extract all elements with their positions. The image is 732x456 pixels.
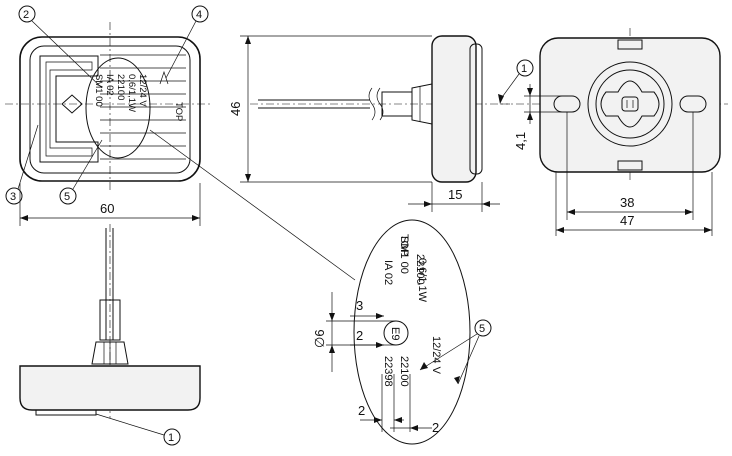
- svg-text:IA 02: IA 02: [104, 74, 115, 96]
- width-dimension: 60: [100, 201, 114, 216]
- svg-text:22100: 22100: [414, 254, 426, 285]
- seal-gasket: [35, 409, 97, 416]
- height-dimension: 46: [228, 102, 243, 116]
- callout-circle-5: [59, 187, 77, 205]
- svg-text:12/24 V: 12/24 V: [137, 74, 148, 107]
- reflector-outline: [39, 55, 99, 163]
- manufacturer-logo: [61, 94, 83, 114]
- callout-2: 2: [23, 9, 29, 21]
- svg-text:12/24 V: 12/24 V: [430, 336, 442, 375]
- front-view: SM1 00 IA 02 22100 0,6/1,1W 12/24 V TOP …: [5, 5, 356, 281]
- top-view: 46 15: [228, 35, 510, 212]
- connector-ring-inner: [595, 69, 665, 139]
- callout-4: 4: [196, 9, 202, 21]
- callout-1-back: 1: [521, 63, 527, 75]
- svg-text:IA 02: IA 02: [382, 260, 394, 285]
- detail-diameter: ∅6: [312, 329, 327, 348]
- base-width-dimension: 47: [620, 213, 634, 228]
- back-view: 1 4,1 38 47: [498, 28, 728, 236]
- callout-5-detail: 5: [479, 323, 485, 335]
- detail-marking-text: SM1 00 IA 02 22100 22100 22398 0,6/1,1W …: [382, 236, 442, 387]
- callout-circle-5b: [474, 319, 492, 337]
- detail-ellipse: [353, 219, 471, 445]
- depth-dimension: 15: [448, 187, 462, 202]
- svg-text:SM1 00: SM1 00: [398, 236, 410, 274]
- svg-text:22398: 22398: [382, 356, 394, 387]
- callout-circle-3: [5, 187, 23, 205]
- front-marking-text: SM1 00 IA 02 22100 0,6/1,1W 12/24 V: [93, 74, 148, 112]
- detail-dim-2-bottom-right: 2: [432, 420, 439, 435]
- connector-ring-outer: [587, 61, 673, 147]
- detail-view: SM1 00 IA 02 22100 22100 22398 0,6/1,1W …: [312, 219, 492, 445]
- detail-dim-2-bottom-left: 2: [358, 403, 365, 418]
- svg-text:SM1 00: SM1 00: [93, 74, 104, 107]
- top-label: TOP: [173, 102, 184, 121]
- svg-text:22100: 22100: [115, 74, 126, 100]
- callout-circle-2: [18, 5, 36, 23]
- detail-top-label: TOP: [398, 234, 410, 256]
- detail-leader: [149, 129, 356, 281]
- slot-dimension: 4,1: [513, 132, 528, 150]
- detail-dim-3: 3: [356, 298, 363, 313]
- mounting-base: [539, 37, 721, 173]
- cable-gland-top: [411, 83, 433, 125]
- callout-3: 3: [10, 191, 16, 203]
- callout-1-side: 1: [168, 432, 174, 444]
- clip-top: [617, 39, 643, 50]
- marking-ellipse: [85, 57, 151, 159]
- detail-dim-2-upper: 2: [356, 328, 363, 343]
- svg-text:22100: 22100: [398, 356, 410, 387]
- connector-cross: [600, 80, 660, 128]
- dim-60: 60: [19, 183, 201, 226]
- approval-mark: E9: [389, 327, 401, 340]
- clip-bottom: [617, 160, 643, 171]
- side-view: 1: [19, 224, 201, 446]
- connector-pins: [621, 96, 639, 112]
- lamp-body-profile: [431, 35, 477, 183]
- lamp-housing-side: [19, 365, 201, 411]
- cable-gland: [91, 341, 129, 365]
- callout-circle-1a: [163, 428, 181, 446]
- callout-circle-4: [191, 5, 209, 23]
- callout-5: 5: [64, 191, 70, 203]
- svg-text:0,6/1,1W: 0,6/1,1W: [126, 74, 137, 112]
- callout-circle-1b: [516, 59, 534, 77]
- hole-pitch-dimension: 38: [620, 195, 634, 210]
- svg-text:0,6/1,1W: 0,6/1,1W: [416, 258, 428, 303]
- arrow-mark: [159, 70, 169, 85]
